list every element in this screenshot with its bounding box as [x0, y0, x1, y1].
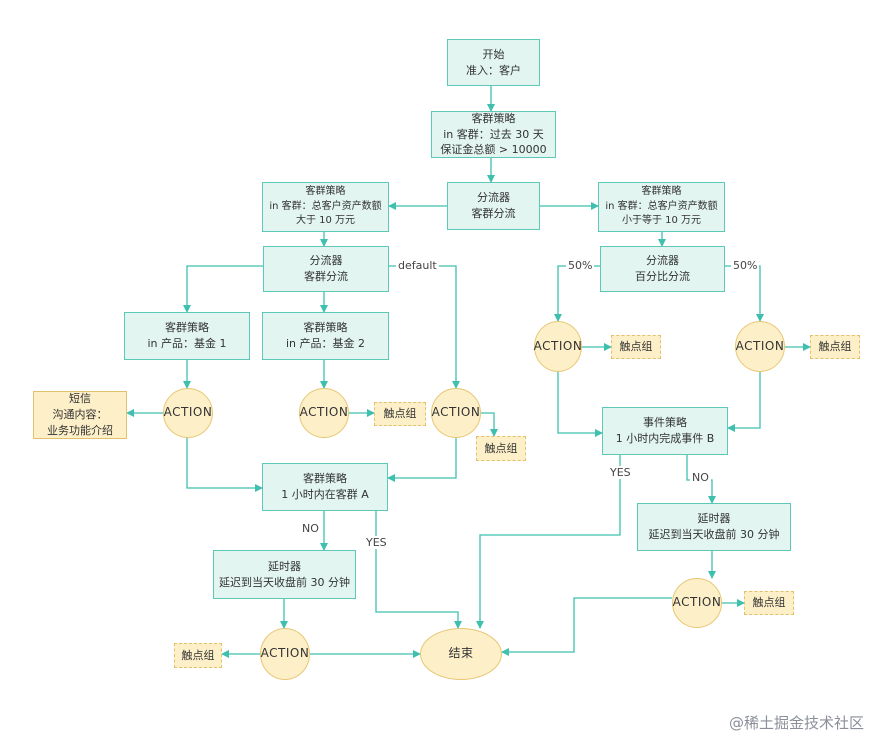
edge-label-pct-left: 50%	[566, 259, 595, 272]
strategy-right-line2: in 客群：总客户资产数额	[605, 200, 718, 212]
delay-left-title: 延时器	[268, 559, 301, 573]
edge-label-no-right: NO	[690, 471, 711, 484]
touch-group-delay-left: 触点组	[174, 643, 222, 668]
splitter-root-desc: 客群分流	[471, 207, 516, 220]
connector-pct-left	[554, 265, 600, 322]
connector-event-yes	[476, 455, 621, 629]
strategy-right-line3: 小于等于 10 万元	[621, 215, 702, 227]
action-label: ACTION	[431, 405, 481, 420]
action-label: ACTION	[533, 338, 583, 353]
touch-group-label: 触点组	[484, 441, 518, 455]
sms-content-label: 沟通内容：	[52, 408, 108, 422]
action-label: ACTION	[163, 405, 213, 420]
edge-label-default: default	[396, 259, 439, 272]
delay-right-title: 延时器	[697, 512, 731, 526]
splitter-right-desc: 百分比分流	[635, 270, 690, 283]
action-node-fund1: ACTION	[163, 388, 213, 438]
action-node-pct-right: ACTION	[735, 321, 785, 372]
splitter-root-title: 分流器	[477, 191, 510, 205]
event-strategy-title: 事件策略	[643, 416, 687, 430]
touch-group-label: 触点组	[619, 340, 653, 354]
touch-group-pct-left: 触点组	[611, 335, 661, 359]
start-entry: 准入：客户	[466, 63, 521, 77]
action-node-default: ACTION	[431, 388, 481, 438]
event-strategy-desc: 1 小时内完成事件 B	[615, 432, 715, 445]
touch-group-pct-right: 触点组	[810, 335, 860, 359]
strategy-fund1-title: 客群策略	[165, 321, 209, 335]
strategy-left-line2: in 客群：总客户资产数额	[269, 200, 382, 212]
delay-left-desc: 延迟到当天收盘前 30 分钟	[219, 575, 350, 589]
connector-splitter-default	[389, 265, 460, 389]
action-label: ACTION	[260, 646, 310, 661]
strategy-group-a-node: 客群策略 1 小时内在客群 A	[262, 463, 388, 511]
edge-label-yes-left: YES	[364, 536, 389, 549]
strategy-fund2-title: 客群策略	[303, 321, 348, 335]
delay-right-desc: 延迟到当天收盘前 30 分钟	[648, 528, 780, 541]
action-node-delay-left: ACTION	[260, 628, 310, 680]
touch-group-label: 触点组	[818, 340, 852, 354]
connector-action3-to-touch	[481, 412, 498, 437]
strategy-root-title: 客群策略	[471, 111, 516, 125]
end-label: 结束	[448, 646, 474, 661]
strategy-fund1-node: 客群策略 in 产品：基金 1	[124, 312, 250, 360]
touch-group-label: 触点组	[752, 596, 786, 610]
touch-group-label: 触点组	[383, 407, 417, 421]
touch-group-label: 触点组	[181, 648, 215, 662]
strategy-group-a-desc: 1 小时内在客群 A	[281, 488, 369, 501]
strategy-left-title: 客群策略	[305, 186, 346, 198]
action-label: ACTION	[299, 405, 349, 420]
action-node-pct-left: ACTION	[534, 321, 582, 372]
sms-content-value: 业务功能介绍	[47, 423, 113, 437]
splitter-left-title: 分流器	[309, 254, 343, 268]
delay-left-node: 延时器 延迟到当天收盘前 30 分钟	[213, 550, 356, 599]
watermark: @稀土掘金技术社区	[729, 714, 865, 732]
touch-group-default: 触点组	[476, 436, 526, 461]
connector-action1-to-group-a	[186, 438, 263, 492]
edge-label-no-left: NO	[300, 522, 321, 535]
strategy-group-a-title: 客群策略	[303, 472, 347, 486]
connector-action-right2-to-event	[727, 372, 761, 432]
strategy-left-line3: 大于 10 万元	[295, 215, 356, 227]
connector-pct-right	[725, 265, 764, 322]
action-node-fund2: ACTION	[299, 388, 349, 438]
strategy-root-line2: in 客群：过去 30 天	[443, 127, 544, 141]
end-node: 结束	[420, 628, 502, 680]
splitter-left-desc: 客群分流	[304, 270, 348, 283]
touch-group-delay-right: 触点组	[744, 591, 794, 615]
strategy-left-node: 客群策略 in 客群：总客户资产数额 大于 10 万元	[262, 182, 389, 232]
touch-group-fund2: 触点组	[374, 402, 426, 426]
edge-label-yes-right: YES	[608, 466, 633, 479]
connector-action3-to-group-a	[387, 438, 457, 482]
action-label: ACTION	[672, 595, 722, 610]
connector-action-right1-to-event	[557, 372, 603, 437]
strategy-fund2-node: 客群策略 in 产品：基金 2	[262, 312, 389, 360]
splitter-right-title: 分流器	[646, 254, 679, 268]
sms-node: 短信 沟通内容： 业务功能介绍	[33, 391, 127, 439]
sms-title: 短信	[69, 392, 91, 406]
connector-group-a-yes	[375, 511, 462, 629]
strategy-root-line3: 保证金总额 > 10000	[440, 143, 547, 157]
start-node: 开始 准入：客户	[447, 39, 540, 86]
strategy-fund1-desc: in 产品：基金 1	[147, 337, 227, 350]
edge-label-pct-right: 50%	[731, 259, 760, 272]
action-label: ACTION	[735, 338, 785, 353]
delay-right-node: 延时器 延迟到当天收盘前 30 分钟	[637, 503, 791, 551]
connector-action-right3-to-end	[501, 597, 672, 656]
strategy-right-title: 客群策略	[641, 186, 682, 198]
splitter-left-node: 分流器 客群分流	[263, 246, 389, 292]
splitter-root-node: 分流器 客群分流	[447, 182, 540, 230]
strategy-right-node: 客群策略 in 客群：总客户资产数额 小于等于 10 万元	[598, 182, 725, 232]
event-strategy-node: 事件策略 1 小时内完成事件 B	[602, 407, 728, 455]
splitter-right-node: 分流器 百分比分流	[600, 246, 725, 292]
connector-splitter-to-fund1	[183, 265, 263, 313]
strategy-root-node: 客群策略 in 客群：过去 30 天 保证金总额 > 10000	[431, 111, 556, 158]
strategy-fund2-desc: in 产品：基金 2	[285, 337, 366, 350]
action-node-delay-right: ACTION	[672, 578, 722, 628]
start-title: 开始	[482, 47, 505, 61]
